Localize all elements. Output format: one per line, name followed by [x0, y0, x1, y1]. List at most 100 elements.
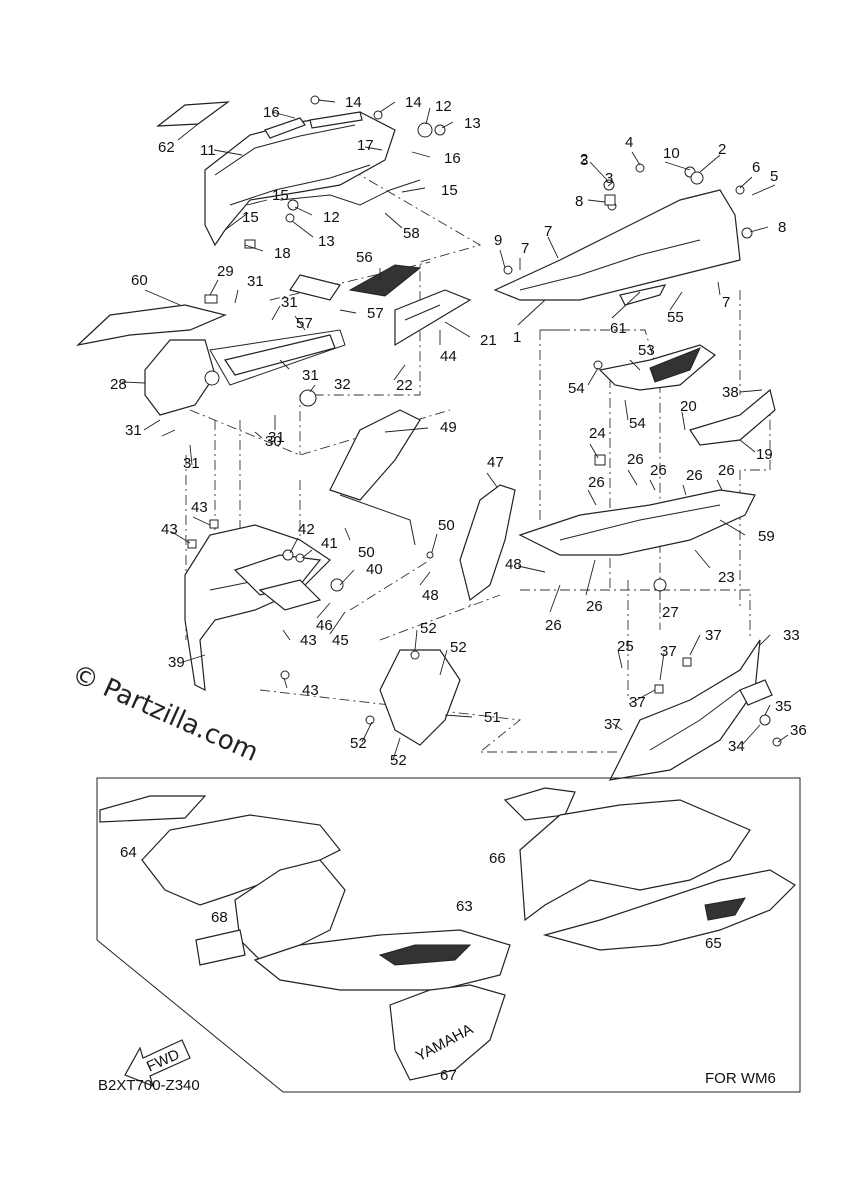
leader-lines — [121, 99, 789, 761]
callout-45: 45 — [332, 632, 349, 649]
callout-32: 32 — [334, 376, 351, 393]
callout-31: 31 — [125, 422, 142, 439]
callout-43: 43 — [191, 499, 208, 516]
callout-59: 59 — [758, 528, 775, 545]
callout-26: 26 — [588, 474, 605, 491]
callout-33: 33 — [783, 627, 800, 644]
callout-51: 51 — [484, 709, 501, 726]
callout-38: 38 — [722, 384, 739, 401]
callout-9: 9 — [494, 232, 502, 249]
callout-47: 47 — [487, 454, 504, 471]
callout-21: 21 — [480, 332, 497, 349]
callout-43: 43 — [302, 682, 319, 699]
upper-cowling — [76, 101, 472, 416]
callout-13: 13 — [464, 115, 481, 132]
callout-8: 8 — [778, 219, 786, 236]
callout-30: 30 — [265, 433, 282, 450]
callout-49: 49 — [440, 419, 457, 436]
callout-37: 37 — [629, 694, 646, 711]
callout-63: 63 — [456, 898, 473, 915]
callout-26: 26 — [718, 462, 735, 479]
callout-7: 7 — [722, 294, 730, 311]
callout-26: 26 — [650, 462, 667, 479]
callout-52: 52 — [420, 620, 437, 637]
callout-28: 28 — [110, 376, 127, 393]
callout-26: 26 — [545, 617, 562, 634]
callout-7: 7 — [544, 223, 552, 240]
callout-43: 43 — [300, 632, 317, 649]
callout-27: 27 — [662, 604, 679, 621]
callout-68: 68 — [211, 909, 228, 926]
side-panels — [184, 409, 516, 746]
callout-13: 13 — [318, 233, 335, 250]
callout-12: 12 — [435, 98, 452, 115]
callout-31: 31 — [247, 273, 264, 290]
callout-60: 60 — [131, 272, 148, 289]
fasteners — [187, 95, 782, 747]
callout-67: 67 — [440, 1067, 457, 1084]
callout-7: 7 — [521, 240, 529, 257]
callout-10: 10 — [663, 145, 680, 162]
callout-6: 6 — [752, 159, 760, 176]
diagram-code: B2XT700-Z340 — [98, 1077, 200, 1094]
callout-52: 52 — [390, 752, 407, 769]
callout-22: 22 — [396, 377, 413, 394]
callout-37: 37 — [660, 643, 677, 660]
callout-61: 61 — [610, 320, 627, 337]
callout-58: 58 — [403, 225, 420, 242]
callout-26: 26 — [627, 451, 644, 468]
callout-2: 2 — [580, 151, 588, 168]
callout-54: 54 — [568, 380, 585, 397]
callout-31: 31 — [183, 455, 200, 472]
callout-64: 64 — [120, 844, 137, 861]
variant-inset — [96, 777, 801, 1093]
callout-29: 29 — [217, 263, 234, 280]
callout-54: 54 — [629, 415, 646, 432]
callout-2: 2 — [718, 141, 726, 158]
callout-53: 53 — [638, 342, 655, 359]
callout-37: 37 — [604, 716, 621, 733]
callout-15: 15 — [242, 209, 259, 226]
callout-26: 26 — [586, 598, 603, 615]
callout-11: 11 — [200, 142, 216, 159]
callout-50: 50 — [438, 517, 455, 534]
callout-31: 31 — [281, 294, 298, 311]
callout-17: 17 — [357, 137, 374, 154]
callout-5: 5 — [770, 168, 778, 185]
callout-36: 36 — [790, 722, 807, 739]
callout-41: 41 — [321, 535, 338, 552]
callout-4: 4 — [625, 134, 633, 151]
watermark: © Partzilla.com — [67, 659, 262, 768]
callout-34: 34 — [728, 738, 745, 755]
callout-35: 35 — [775, 698, 792, 715]
callout-48: 48 — [505, 556, 522, 573]
callout-44: 44 — [440, 348, 457, 365]
callout-50: 50 — [358, 544, 375, 561]
callout-31: 31 — [302, 367, 319, 384]
callout-57: 57 — [296, 315, 313, 332]
callout-56: 56 — [356, 249, 373, 266]
callout-40: 40 — [366, 561, 383, 578]
callout-25: 25 — [617, 638, 634, 655]
callout-15: 15 — [441, 182, 458, 199]
callout-18: 18 — [274, 245, 291, 262]
callout-65: 65 — [705, 935, 722, 952]
fwd-label: FWD — [144, 1046, 182, 1075]
callout-1: 1 — [513, 329, 521, 346]
callout-3: 3 — [605, 170, 613, 187]
callout-26: 26 — [686, 467, 703, 484]
callout-8: 8 — [575, 193, 583, 210]
callout-52: 52 — [450, 639, 467, 656]
callout-16: 16 — [263, 104, 280, 121]
callout-14: 14 — [405, 94, 422, 111]
callout-31: 31 — [268, 429, 285, 446]
callout-16: 16 — [444, 150, 461, 167]
callout-14: 14 — [345, 94, 362, 111]
callout-42: 42 — [298, 521, 315, 538]
callout-19: 19 — [756, 446, 773, 463]
variant-label: FOR WM6 — [705, 1070, 776, 1087]
callout-37: 37 — [705, 627, 722, 644]
callout-55: 55 — [667, 309, 684, 326]
callout-12: 12 — [323, 209, 340, 226]
